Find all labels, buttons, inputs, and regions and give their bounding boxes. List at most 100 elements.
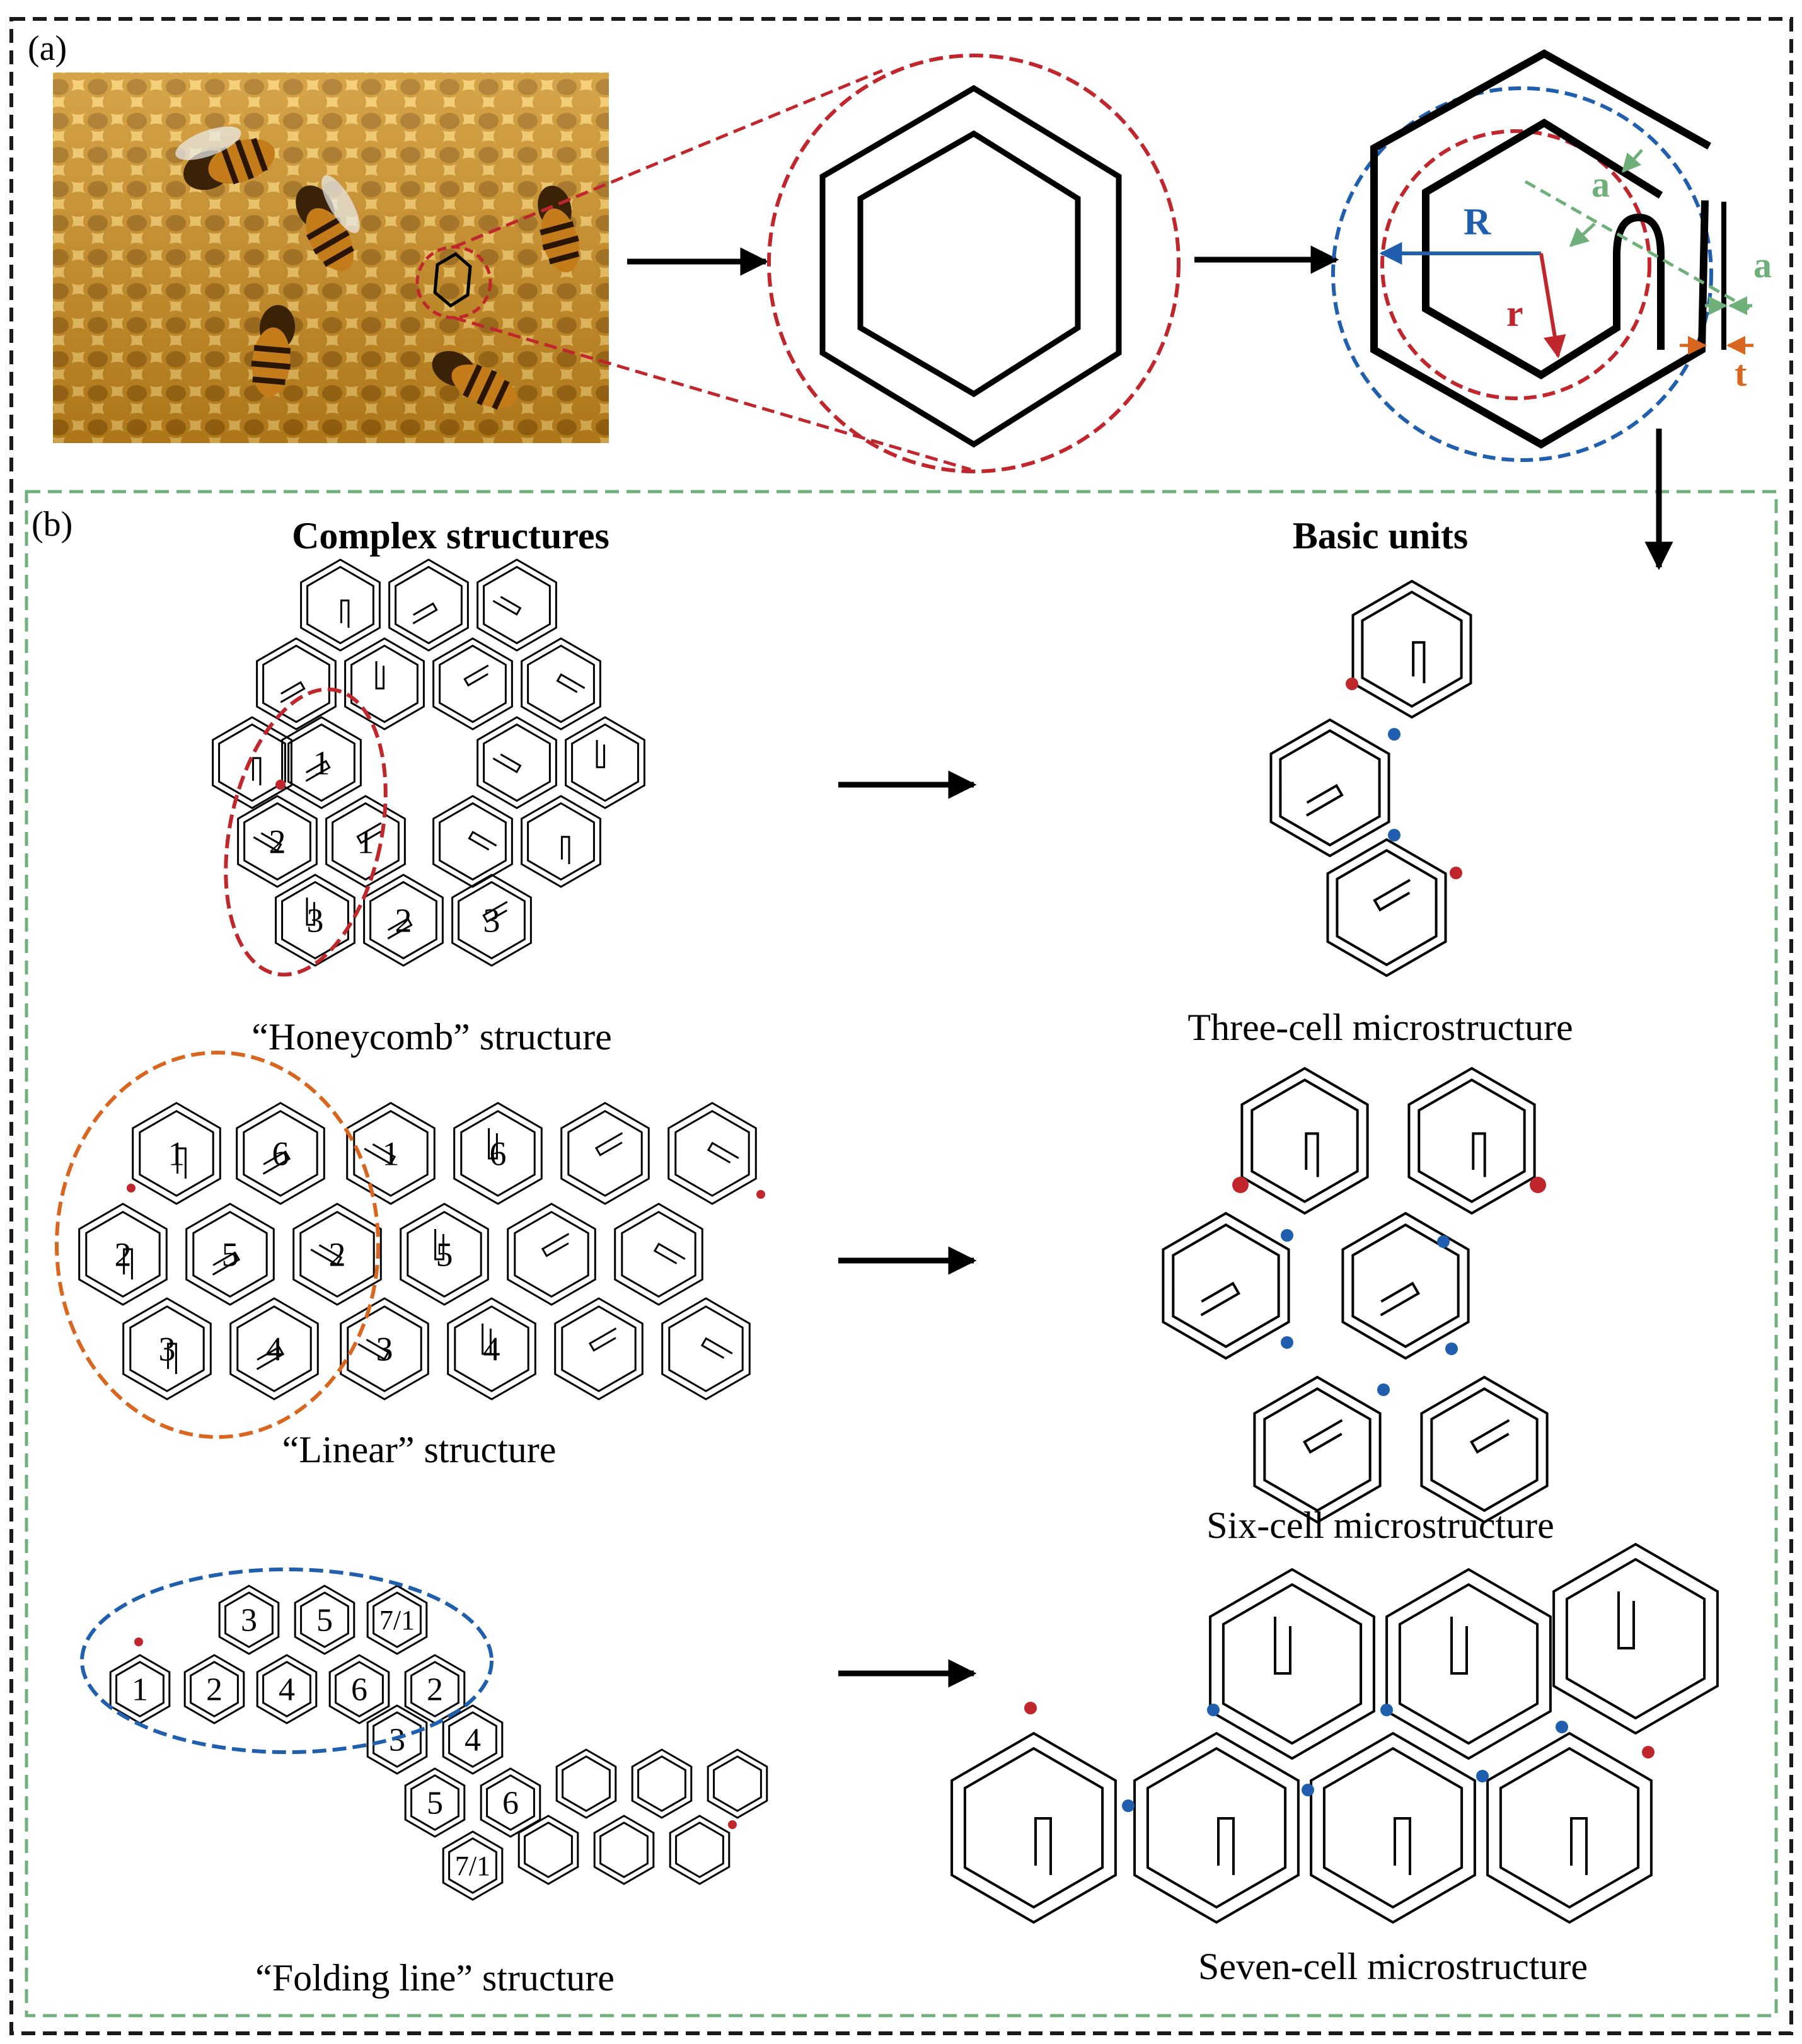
hex-cell [555,1748,617,1819]
joint-dot [1122,1799,1135,1812]
hex-cell [388,558,469,652]
six-cell-microstructure [1162,1066,1549,1524]
hex-cell [560,1102,650,1205]
caption-three-cell: Three-cell microstructure [1187,1007,1573,1048]
cell-number: 1 [132,1672,148,1708]
joint-dot [1232,1177,1249,1193]
hex-cell [122,1297,212,1400]
cell-number: 1 [168,1135,185,1172]
hex-cell [1385,1568,1552,1760]
joint-dot [756,1190,765,1199]
cell-number: 2 [329,1235,346,1273]
hex-cell [476,716,557,809]
hex-cell [1253,1375,1382,1524]
cell-number: 7/1 [379,1605,415,1636]
joint-dot [728,1820,737,1829]
hex-cell [237,795,318,888]
hex-cell [229,1297,319,1400]
joint-dot [1388,829,1401,841]
dimension-label-t: t [1735,353,1747,394]
hex-cell [476,558,557,652]
cell-number: 3 [241,1603,257,1639]
three-cell-microstructure [1269,579,1472,978]
cell-number: 3 [376,1330,393,1368]
dimension-label-a-right: a [1753,245,1772,286]
hex-cell [183,1654,245,1724]
joint-dot [1346,678,1358,690]
joint-dot [1281,1229,1293,1242]
cell-number: 3 [159,1330,176,1368]
hex-cell [78,1203,168,1306]
dimension-label-R: R [1464,201,1491,243]
zoomed-hexagon-diagram [767,54,1181,473]
hex-cell [1351,579,1472,719]
hex-cell [593,1815,655,1885]
hex-cell [366,1704,428,1775]
hex-cell [661,1297,751,1400]
joint-dot [1437,1235,1450,1248]
cell-number: 2 [115,1235,132,1273]
cell-number: 6 [272,1135,289,1172]
hex-cell [1407,1066,1536,1215]
hex-cell [521,637,601,730]
cell-number: 2 [206,1672,222,1708]
hex-cell [366,1585,428,1655]
cell-number: 4 [483,1330,500,1368]
hex-cell [236,1102,325,1205]
honeycomb-highlight [224,687,388,977]
hex-cell [328,1654,390,1724]
cell-number: 6 [490,1135,507,1172]
cell-number: 3 [483,901,500,939]
cell-number: 3 [307,901,324,939]
cell-number: 4 [465,1723,481,1758]
cell-number: 6 [351,1672,367,1708]
joint-dot [1388,728,1401,741]
hex-cell [1269,718,1390,858]
hex-cell [294,1585,355,1655]
hex-cell [447,1297,536,1400]
cell-number: 3 [389,1723,405,1758]
cell-number: 1 [383,1135,400,1172]
joint-dot [1281,1336,1293,1349]
hex-cell [453,1102,543,1205]
hex-cell [442,1830,504,1901]
joint-dot [1530,1177,1546,1193]
joint-dot [1450,867,1462,879]
highlight-hexagon [433,251,472,308]
hex-cell [1209,1568,1375,1760]
caption-six-cell: Six-cell microstructure [1206,1504,1554,1546]
hex-cell [1552,1542,1719,1735]
joint-dot [275,780,286,790]
unit-cell-diagram: R r a a t [1331,49,1772,462]
cell-number: 2 [269,823,286,860]
bee-icon [175,126,275,190]
panel-b-label: (b) [32,505,72,544]
hex-cell [667,1102,757,1205]
cell-number: 7/1 [455,1851,490,1881]
hex-cell [1420,1375,1549,1524]
heading-complex-structures: Complex structures [292,515,609,557]
linear-highlight [55,1051,380,1439]
hex-cell [950,1731,1117,1924]
hex-cell [480,1767,541,1838]
hex-cell [565,716,645,809]
zoom-line [453,316,971,471]
hex-cell [218,1585,280,1655]
hex-cell [707,1748,768,1819]
hex-cell [363,874,444,967]
hex-cell [442,1704,504,1775]
hex-cell [1133,1731,1300,1924]
bee-icon [296,175,360,272]
caption-honeycomb: “Honeycomb” structure [251,1016,611,1058]
cell-number: 1 [357,823,374,860]
hex-cell [256,637,337,730]
hex-cell [1162,1211,1290,1360]
joint-dot [1476,1770,1489,1782]
hex-cell [404,1767,466,1838]
hex-cell [1240,1066,1369,1215]
hex-cell [631,1748,693,1819]
hex-cell [292,1203,382,1306]
hex-cell [669,1815,731,1885]
joint-dot [127,1184,136,1192]
hex-cell [256,1654,318,1724]
